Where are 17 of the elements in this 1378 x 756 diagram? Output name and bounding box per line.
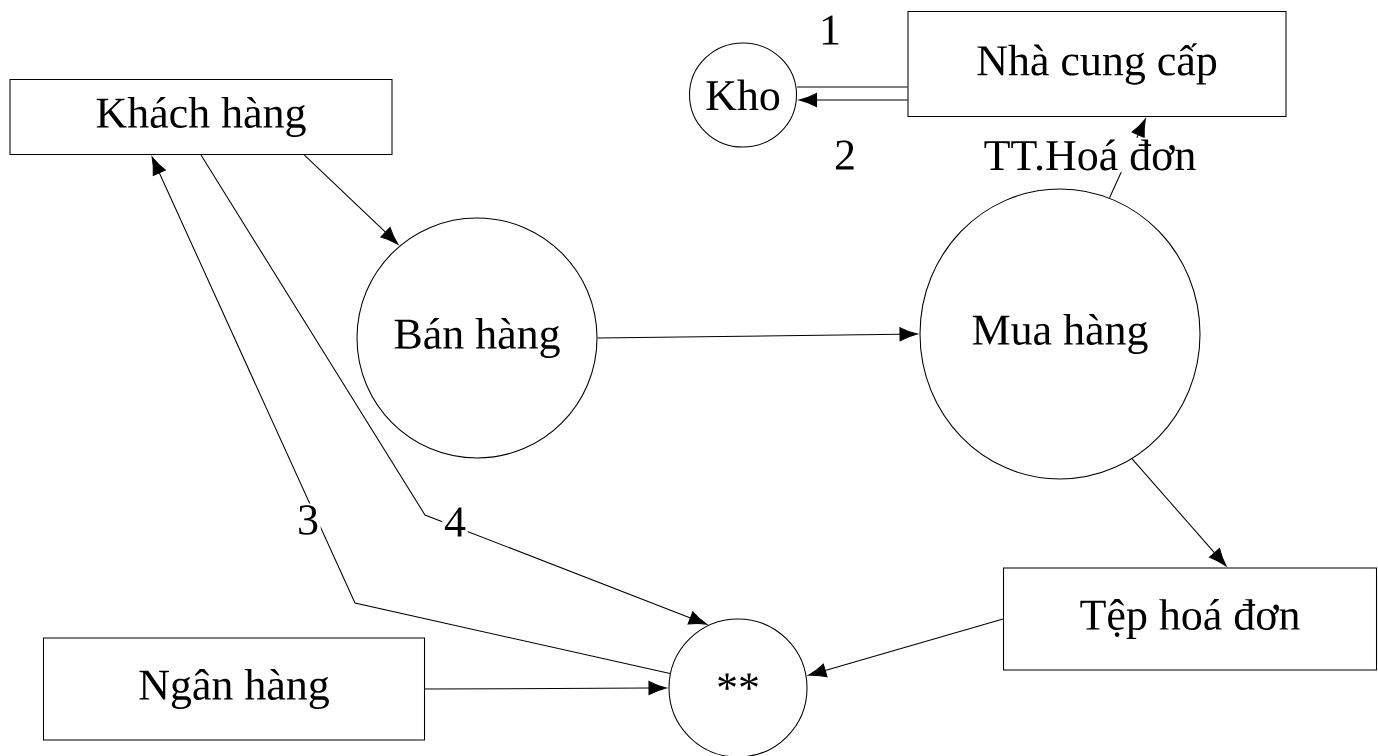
edge-label: 4 <box>442 505 468 539</box>
arrow <box>200 154 708 625</box>
arrow <box>303 154 399 245</box>
arrow <box>808 618 1004 678</box>
edge-label: TT.Hoá đơn <box>981 137 1199 173</box>
arrow <box>798 92 908 108</box>
arrow <box>151 156 671 675</box>
arrow <box>424 680 667 696</box>
entity-box: Tệp hoá đơn <box>1003 567 1378 671</box>
edge-label: 2 <box>832 138 858 172</box>
arrow <box>597 327 918 342</box>
arrow <box>1131 458 1227 567</box>
entity-box: Khách hàng <box>9 78 393 156</box>
entity-box: Ngân hàng <box>42 637 426 741</box>
edge-label: 3 <box>295 503 321 537</box>
entity-box: Nhà cung cấp <box>907 10 1287 117</box>
edge-label: 1 <box>817 13 843 47</box>
